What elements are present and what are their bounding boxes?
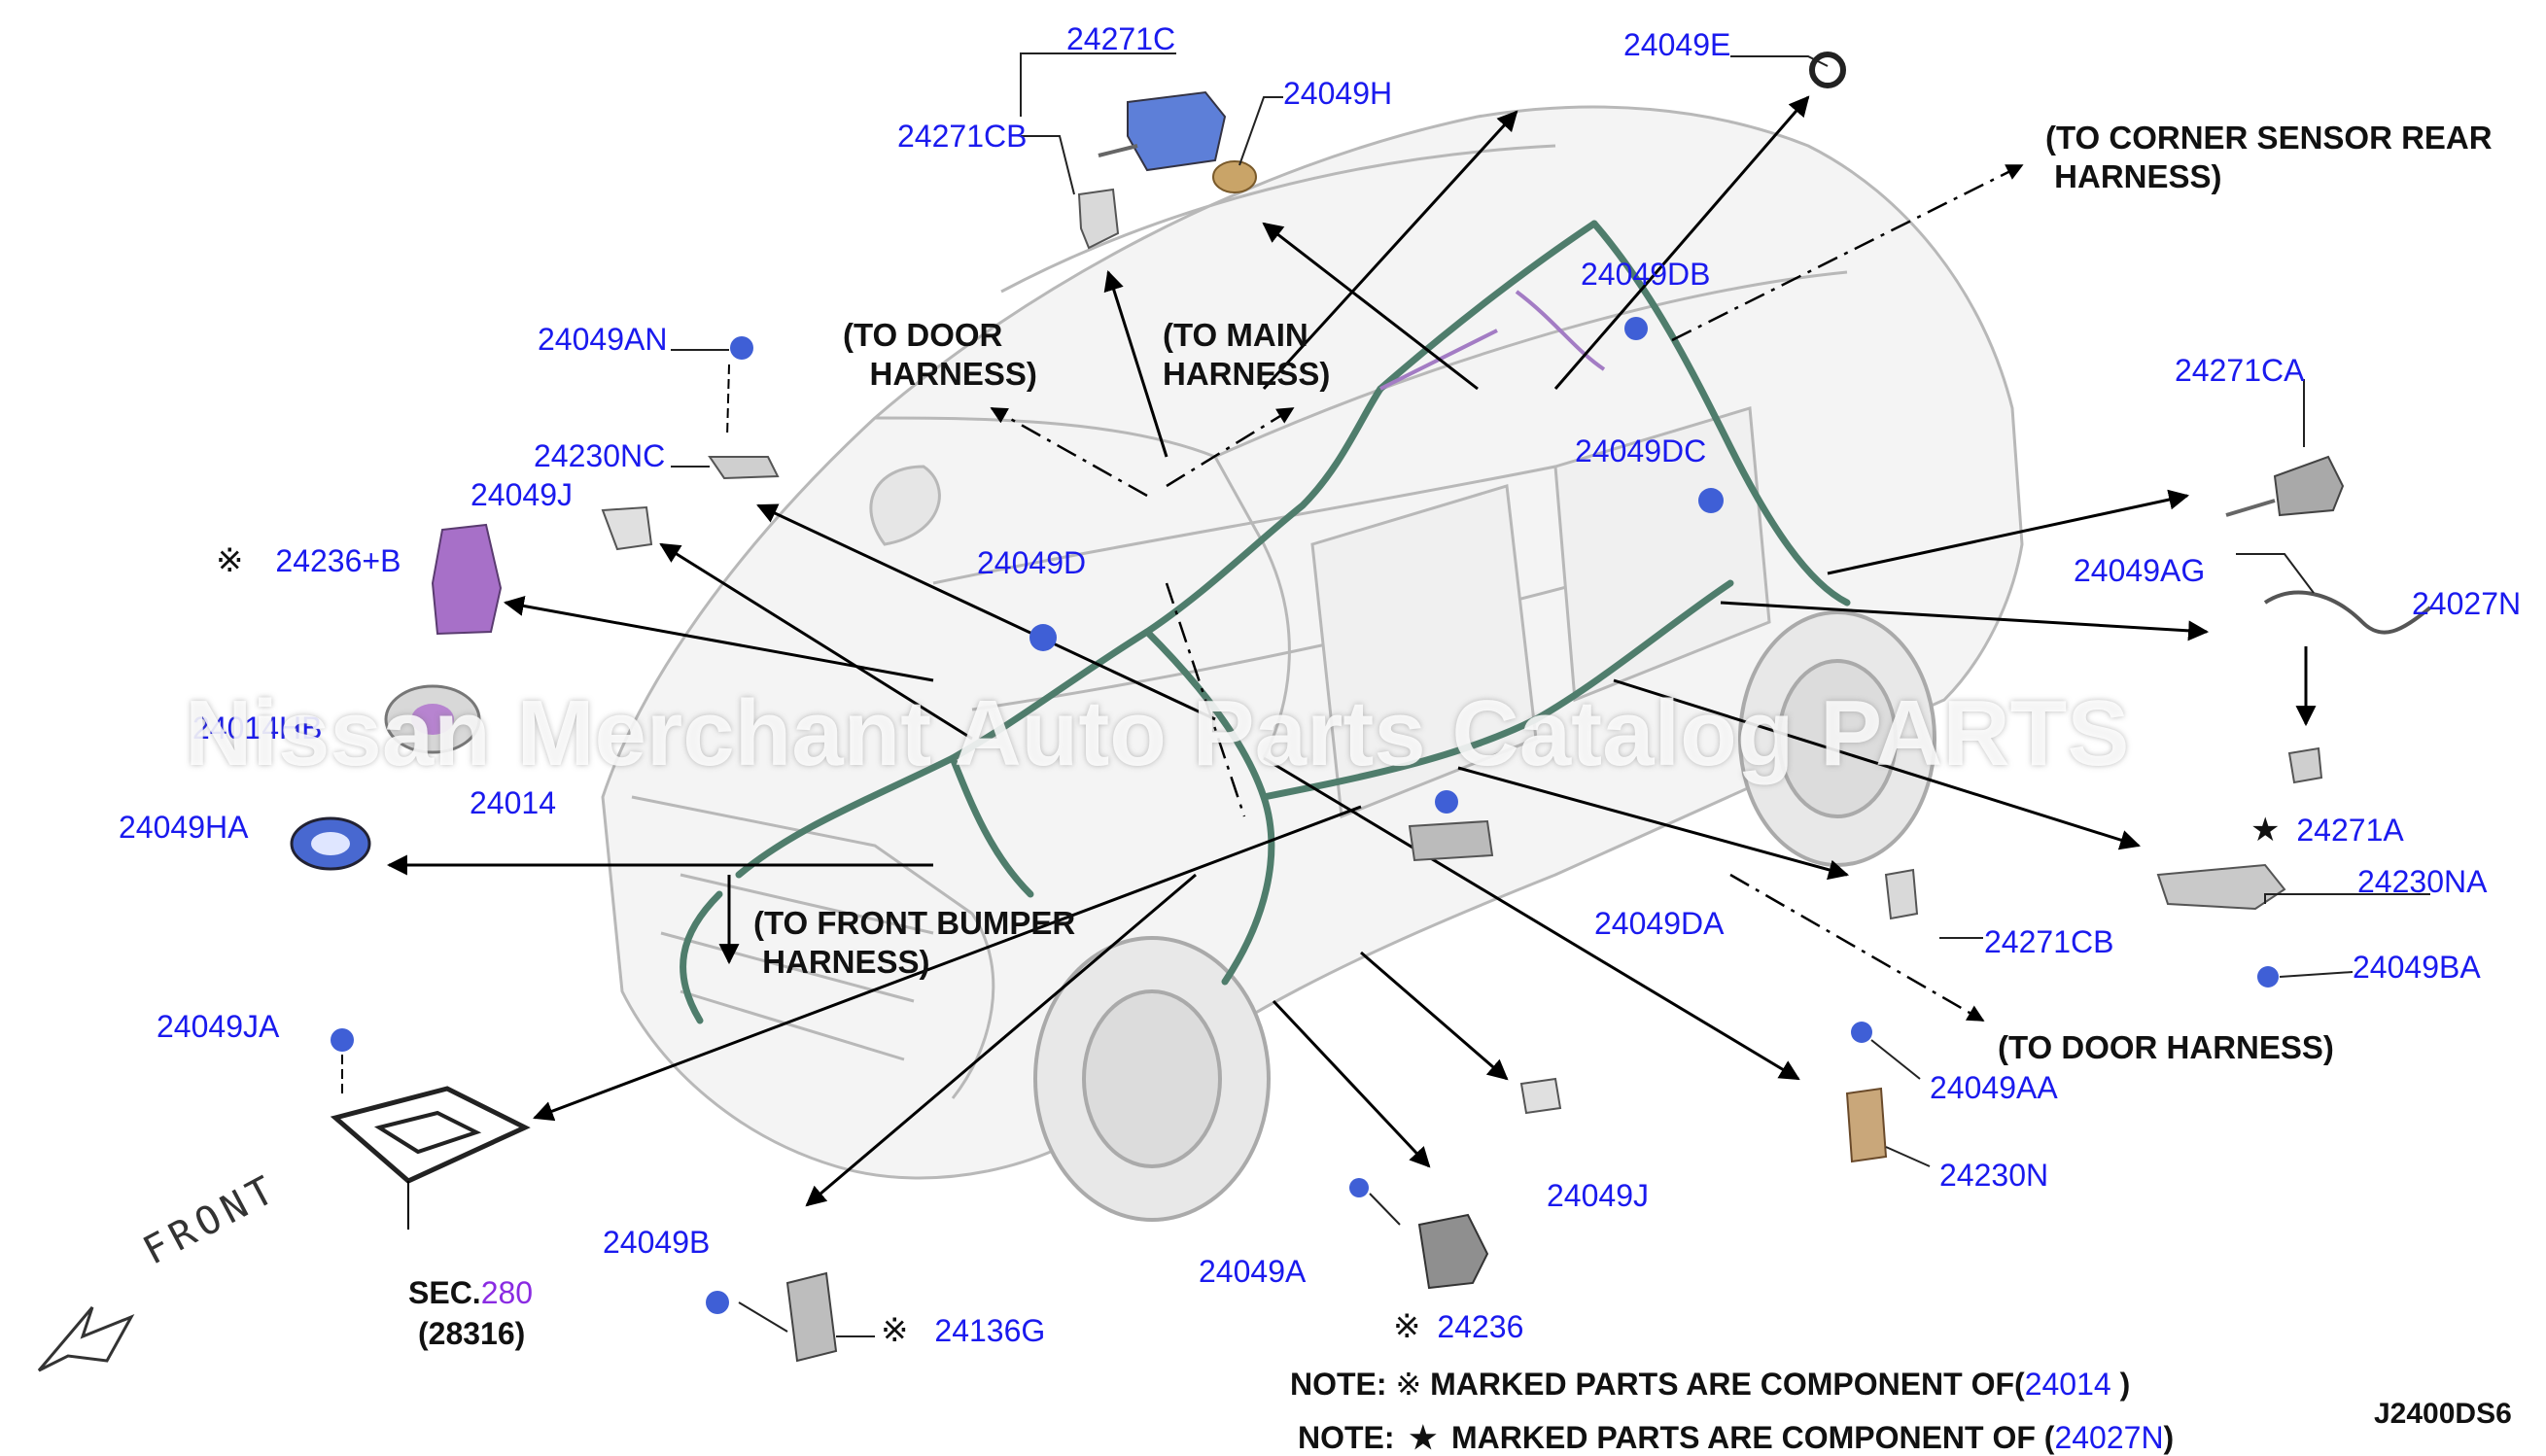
part-24049J-left <box>601 505 653 551</box>
label-24230N[interactable]: 24230N <box>1939 1158 2049 1193</box>
label-24236-text: 24236 <box>1437 1309 1524 1344</box>
label-24136G[interactable]: ※ 24136G <box>881 1314 1045 1347</box>
label-24049JA[interactable]: 24049JA <box>157 1009 280 1044</box>
label-24049BA[interactable]: 24049BA <box>2353 950 2481 985</box>
part-24271CB-top <box>1077 188 1120 250</box>
note1-mark: ※ <box>1395 1367 1422 1402</box>
part-24271C <box>1098 90 1227 172</box>
part-24230NC <box>708 456 780 480</box>
part-24049AN <box>726 336 753 438</box>
part-24049DA <box>1408 790 1494 862</box>
label-24271A[interactable]: ★ 24271A <box>2250 814 2404 847</box>
part-24049DC <box>1698 488 1724 513</box>
dash-dot-lines <box>990 163 2024 1023</box>
part-24230N <box>1845 1087 1888 1163</box>
label-24271C[interactable]: 24271C <box>1066 21 1176 56</box>
part-24049A <box>1349 1178 1369 1197</box>
label-24049DB[interactable]: 24049DB <box>1581 257 1711 292</box>
ref-mark: ※ <box>881 1312 909 1349</box>
part-24049HA <box>290 816 371 871</box>
sec-subnumber: (28316) <box>418 1316 526 1351</box>
ref-mark: ※ <box>216 542 244 579</box>
vehicle-body <box>601 105 2024 1180</box>
sec-prefix: SEC. <box>408 1275 481 1310</box>
label-24049AA[interactable]: 24049AA <box>1930 1070 2058 1105</box>
label-24049DA[interactable]: 24049DA <box>1594 906 1725 941</box>
label-24014HB[interactable]: 24014HB <box>192 711 323 745</box>
sec-reference[interactable]: SEC.280 <box>408 1277 533 1308</box>
label-24049E[interactable]: 24049E <box>1623 27 1731 62</box>
label-24049H[interactable]: 24049H <box>1283 76 1393 111</box>
part-24049DB <box>1624 317 1648 340</box>
part-24049JA <box>331 1028 354 1093</box>
label-24271CA[interactable]: 24271CA <box>2175 353 2305 388</box>
label-24049D[interactable]: 24049D <box>977 545 1087 580</box>
label-24230NA[interactable]: 24230NA <box>2357 864 2488 899</box>
label-24230NC[interactable]: 24230NC <box>534 438 666 473</box>
label-24136G-text: 24136G <box>934 1313 1046 1348</box>
note-ref-mark: NOTE: ※ MARKED PARTS ARE COMPONENT OF(24… <box>1290 1366 2130 1403</box>
dest-door-harness-right: (TO DOOR HARNESS) <box>1998 1029 2334 1065</box>
watermark: Nissan Merchant Auto Parts Catalog PARTS <box>185 681 2130 785</box>
label-24049J-left[interactable]: 24049J <box>471 477 573 512</box>
part-24236 <box>1417 1213 1489 1290</box>
ref-mark: ※ <box>1393 1308 1421 1345</box>
note2-close: ) <box>2163 1420 2175 1455</box>
note2-mark: ★ <box>1409 1420 1438 1455</box>
label-24271A-text: 24271A <box>2296 813 2404 848</box>
label-24049A[interactable]: 24049A <box>1199 1254 1307 1289</box>
label-24271CB-right[interactable]: 24271CB <box>1984 924 2114 959</box>
label-24027N[interactable]: 24027N <box>2412 586 2522 621</box>
dest-door-harness-left: (TO DOOR HARNESS) <box>843 317 1037 392</box>
label-24049AN[interactable]: 24049AN <box>538 322 668 357</box>
label-24236B-text: 24236+B <box>275 543 401 578</box>
note1-part-link[interactable]: 24014 <box>2024 1367 2111 1402</box>
part-24271CA <box>2225 455 2345 517</box>
label-24236B[interactable]: ※ 24236+B <box>216 544 401 577</box>
note2-prefix: NOTE: <box>1298 1420 1395 1455</box>
label-leaders <box>671 52 2430 1337</box>
note2-text: MARKED PARTS ARE COMPONENT OF ( <box>1451 1420 2055 1455</box>
part-24230NA <box>2156 863 2286 911</box>
part-24049B <box>706 1291 729 1314</box>
label-24049B[interactable]: 24049B <box>603 1225 711 1260</box>
part-SEC-bracket <box>330 1086 531 1230</box>
part-24049E <box>1809 52 1846 88</box>
part-24027N <box>2263 590 2432 635</box>
front-arrow <box>37 1306 135 1372</box>
note2-part-link[interactable]: 24027N <box>2054 1420 2164 1455</box>
dest-front-bumper-harness: (TO FRONT BUMPER HARNESS) <box>753 905 1076 980</box>
part-24049AA <box>1851 1022 1872 1043</box>
part-24271CB-right <box>1884 868 1919 920</box>
dest-corner-sensor-rear-harness: (TO CORNER SENSOR REAR HARNESS) <box>2045 120 2493 194</box>
wire-harness <box>680 220 1851 1024</box>
part-24014HB <box>384 684 481 754</box>
label-24049DC[interactable]: 24049DC <box>1575 433 1707 468</box>
label-24049J-bottom[interactable]: 24049J <box>1547 1178 1649 1213</box>
diagram-code: J2400DS6 <box>2374 1398 2512 1430</box>
label-24049AG[interactable]: 24049AG <box>2074 553 2206 588</box>
note1-close: ) <box>2110 1367 2131 1402</box>
part-24049BA <box>2257 966 2279 988</box>
note-star-mark: NOTE: ★ MARKED PARTS ARE COMPONENT OF (2… <box>1298 1419 2174 1456</box>
part-24271A <box>2287 746 2323 784</box>
label-24049HA[interactable]: 24049HA <box>119 810 249 845</box>
part-24049D <box>1029 624 1057 651</box>
leader-lines <box>386 95 2317 1207</box>
label-24014[interactable]: 24014 <box>470 785 556 820</box>
star-mark: ★ <box>2250 812 2281 849</box>
label-24271CB-top[interactable]: 24271CB <box>897 119 1028 154</box>
note1-prefix: NOTE: <box>1290 1367 1387 1402</box>
dest-main-harness: (TO MAIN HARNESS) <box>1163 317 1331 392</box>
part-24049J-bottom <box>1519 1077 1562 1115</box>
note1-text: MARKED PARTS ARE COMPONENT OF( <box>1430 1367 2025 1402</box>
part-24049H <box>1212 160 1257 193</box>
wheels <box>1033 610 1936 1222</box>
sec-number-link[interactable]: 280 <box>480 1275 534 1310</box>
part-24136G <box>785 1271 838 1363</box>
label-24236[interactable]: ※ 24236 <box>1393 1310 1523 1343</box>
part-24236B <box>431 523 503 636</box>
